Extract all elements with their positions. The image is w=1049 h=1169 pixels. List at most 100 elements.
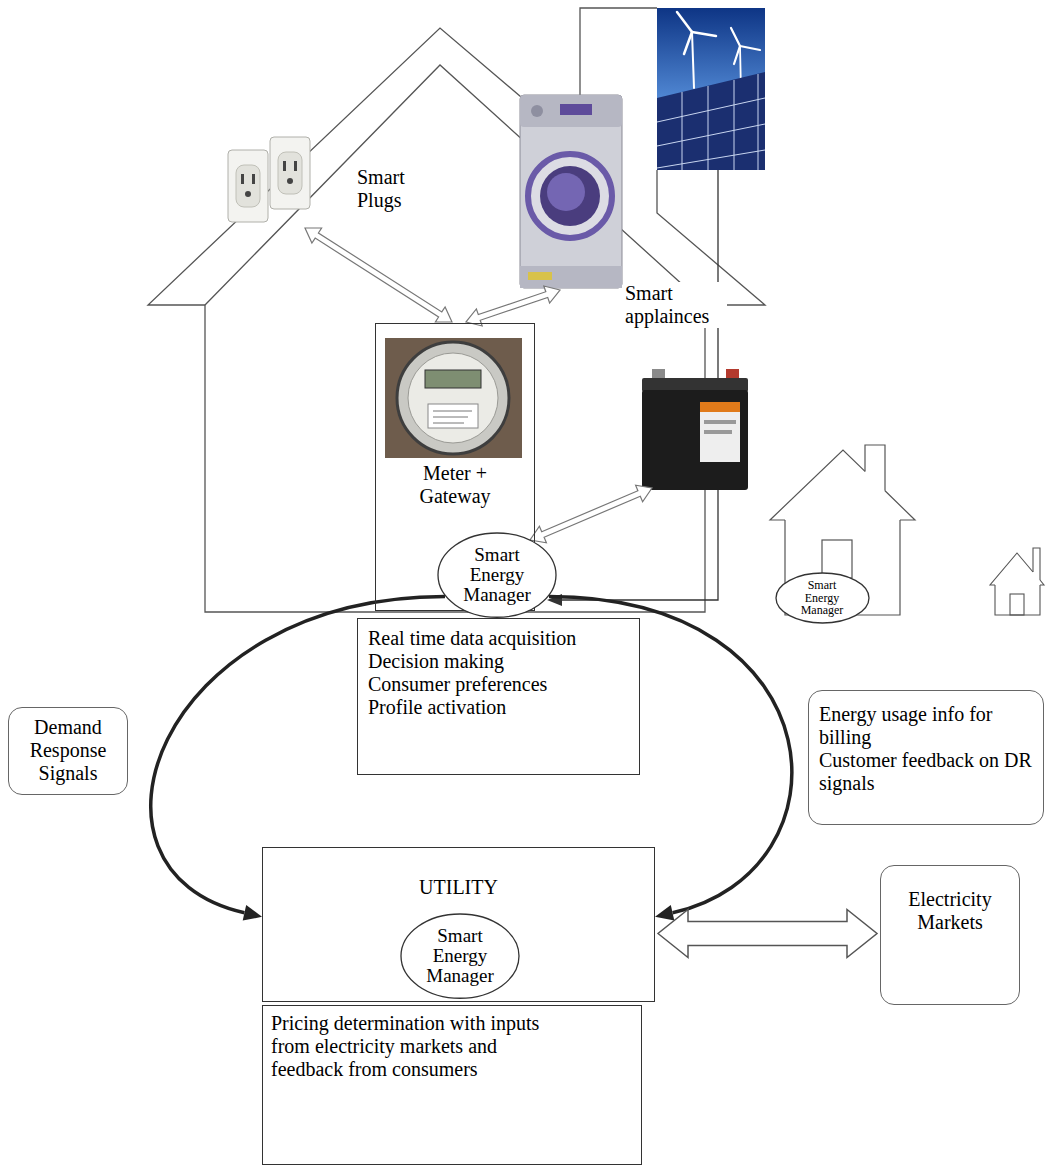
tiny-chimney — [1033, 548, 1040, 580]
energy-manager-ellipse: Smart Energy Manager — [400, 913, 520, 999]
utility-box: UTILITY Smart Energy Manager — [262, 847, 655, 1002]
node-text: UTILITY — [273, 876, 644, 899]
washer-base — [520, 266, 622, 288]
blade — [734, 46, 740, 64]
battery-body — [642, 390, 748, 490]
tiny-roof — [1040, 580, 1044, 585]
tower — [692, 32, 694, 88]
small-roof — [770, 450, 865, 520]
smart-plug-image — [228, 137, 310, 222]
smart-meter-image — [385, 338, 522, 458]
hollow-double-arrow — [305, 228, 452, 322]
plug-plate — [228, 150, 268, 222]
pricing-box: Pricing determination with inputs from e… — [262, 1005, 642, 1165]
small-roof — [885, 491, 915, 520]
meter-face — [408, 353, 498, 443]
washer-knob — [531, 105, 543, 117]
node-text: Smart Energy Manager — [420, 926, 500, 986]
washer-glass — [540, 166, 600, 226]
outlet-ground — [287, 178, 293, 184]
signal-box: Energy usage info for billingCustomer fe… — [808, 690, 1044, 825]
energy-manager-ellipse: Smart Energy Manager — [437, 532, 557, 618]
panel-grid — [657, 74, 765, 170]
function-list-box: Real time data acquisitionDecision makin… — [357, 618, 640, 775]
node-text: Customer feedback on DR signals — [819, 749, 1033, 795]
washer-body — [520, 95, 622, 288]
node-text: Demand Response Signals — [15, 716, 121, 785]
node-text: Energy usage info for billing — [819, 703, 1033, 749]
tiny-door — [1010, 594, 1024, 615]
battery-stripe — [704, 420, 736, 424]
outlet-slot — [294, 161, 297, 171]
ellipse-outline — [401, 914, 519, 998]
node-text: Smart Energy Manager — [797, 579, 847, 617]
battery-stripe — [700, 402, 740, 412]
double-block-arrow — [658, 910, 877, 958]
double-block-arrow — [658, 910, 877, 958]
washing-machine-image — [520, 95, 622, 288]
arrowhead — [243, 905, 262, 921]
small-door — [822, 540, 852, 578]
battery-image — [642, 369, 748, 490]
outlet-face — [278, 152, 302, 194]
device-link-arrows — [305, 228, 652, 543]
ellipse-outline — [438, 533, 556, 617]
grid-line — [708, 86, 709, 170]
outlet-slot — [283, 161, 286, 171]
outlet-slot — [241, 174, 244, 184]
ellipse-outline — [776, 573, 869, 623]
device-label: Smart Plugs — [355, 166, 421, 212]
grid-line — [657, 150, 765, 168]
grid-line — [657, 124, 765, 146]
node-text: Smart Energy Manager — [457, 545, 537, 605]
blade — [684, 32, 692, 54]
hollow-double-arrow — [530, 485, 652, 543]
meter-plate-line — [433, 417, 468, 418]
tiny-roof — [990, 553, 1033, 585]
node-text: Meter + Gateway — [401, 462, 509, 508]
battery-sticker — [700, 402, 740, 462]
washer-drum — [547, 173, 585, 211]
energy-manager-ellipse: Smart Energy Manager — [775, 572, 870, 624]
house-outline — [148, 8, 765, 612]
tiny-house-outline — [990, 548, 1044, 615]
small-chimney — [865, 445, 885, 491]
node-text: Profile activation — [368, 696, 629, 719]
outlet-slot — [252, 174, 255, 184]
node-text: Real time data acquisition — [368, 627, 629, 650]
battery-stripe — [704, 430, 732, 434]
washer-panel — [520, 95, 622, 127]
node-text: Electricity Markets — [889, 888, 1011, 934]
grid-line — [682, 92, 683, 170]
grid-line — [758, 74, 759, 170]
battery-lid — [642, 378, 748, 392]
blade — [677, 12, 692, 32]
outlet-face — [236, 165, 260, 207]
grid-line — [657, 98, 765, 122]
washer-display — [560, 104, 592, 115]
outlet-ground — [245, 191, 251, 197]
blade — [692, 32, 716, 36]
plug-plate — [270, 137, 310, 209]
solar-wind-image — [657, 8, 765, 170]
meter-display — [425, 370, 481, 388]
blade — [740, 46, 760, 50]
inner-roof — [205, 65, 705, 305]
meter-plate-line — [433, 411, 472, 412]
blade — [731, 28, 740, 46]
meter-ring — [397, 342, 509, 454]
grid-line — [734, 80, 735, 170]
washer-door — [528, 154, 612, 238]
solar-panel — [657, 72, 765, 170]
node-text: Decision making — [368, 650, 629, 673]
meter-plate — [428, 404, 478, 428]
arrowhead — [655, 905, 674, 921]
signal-box: Demand Response Signals — [8, 707, 128, 795]
meter-background — [385, 338, 522, 458]
node-text: Pricing determination with inputs from e… — [271, 1012, 541, 1081]
meter-plate-line — [433, 423, 464, 424]
market-box: Electricity Markets — [880, 865, 1020, 1005]
hollow-double-arrow — [466, 286, 560, 326]
sky — [657, 8, 765, 170]
